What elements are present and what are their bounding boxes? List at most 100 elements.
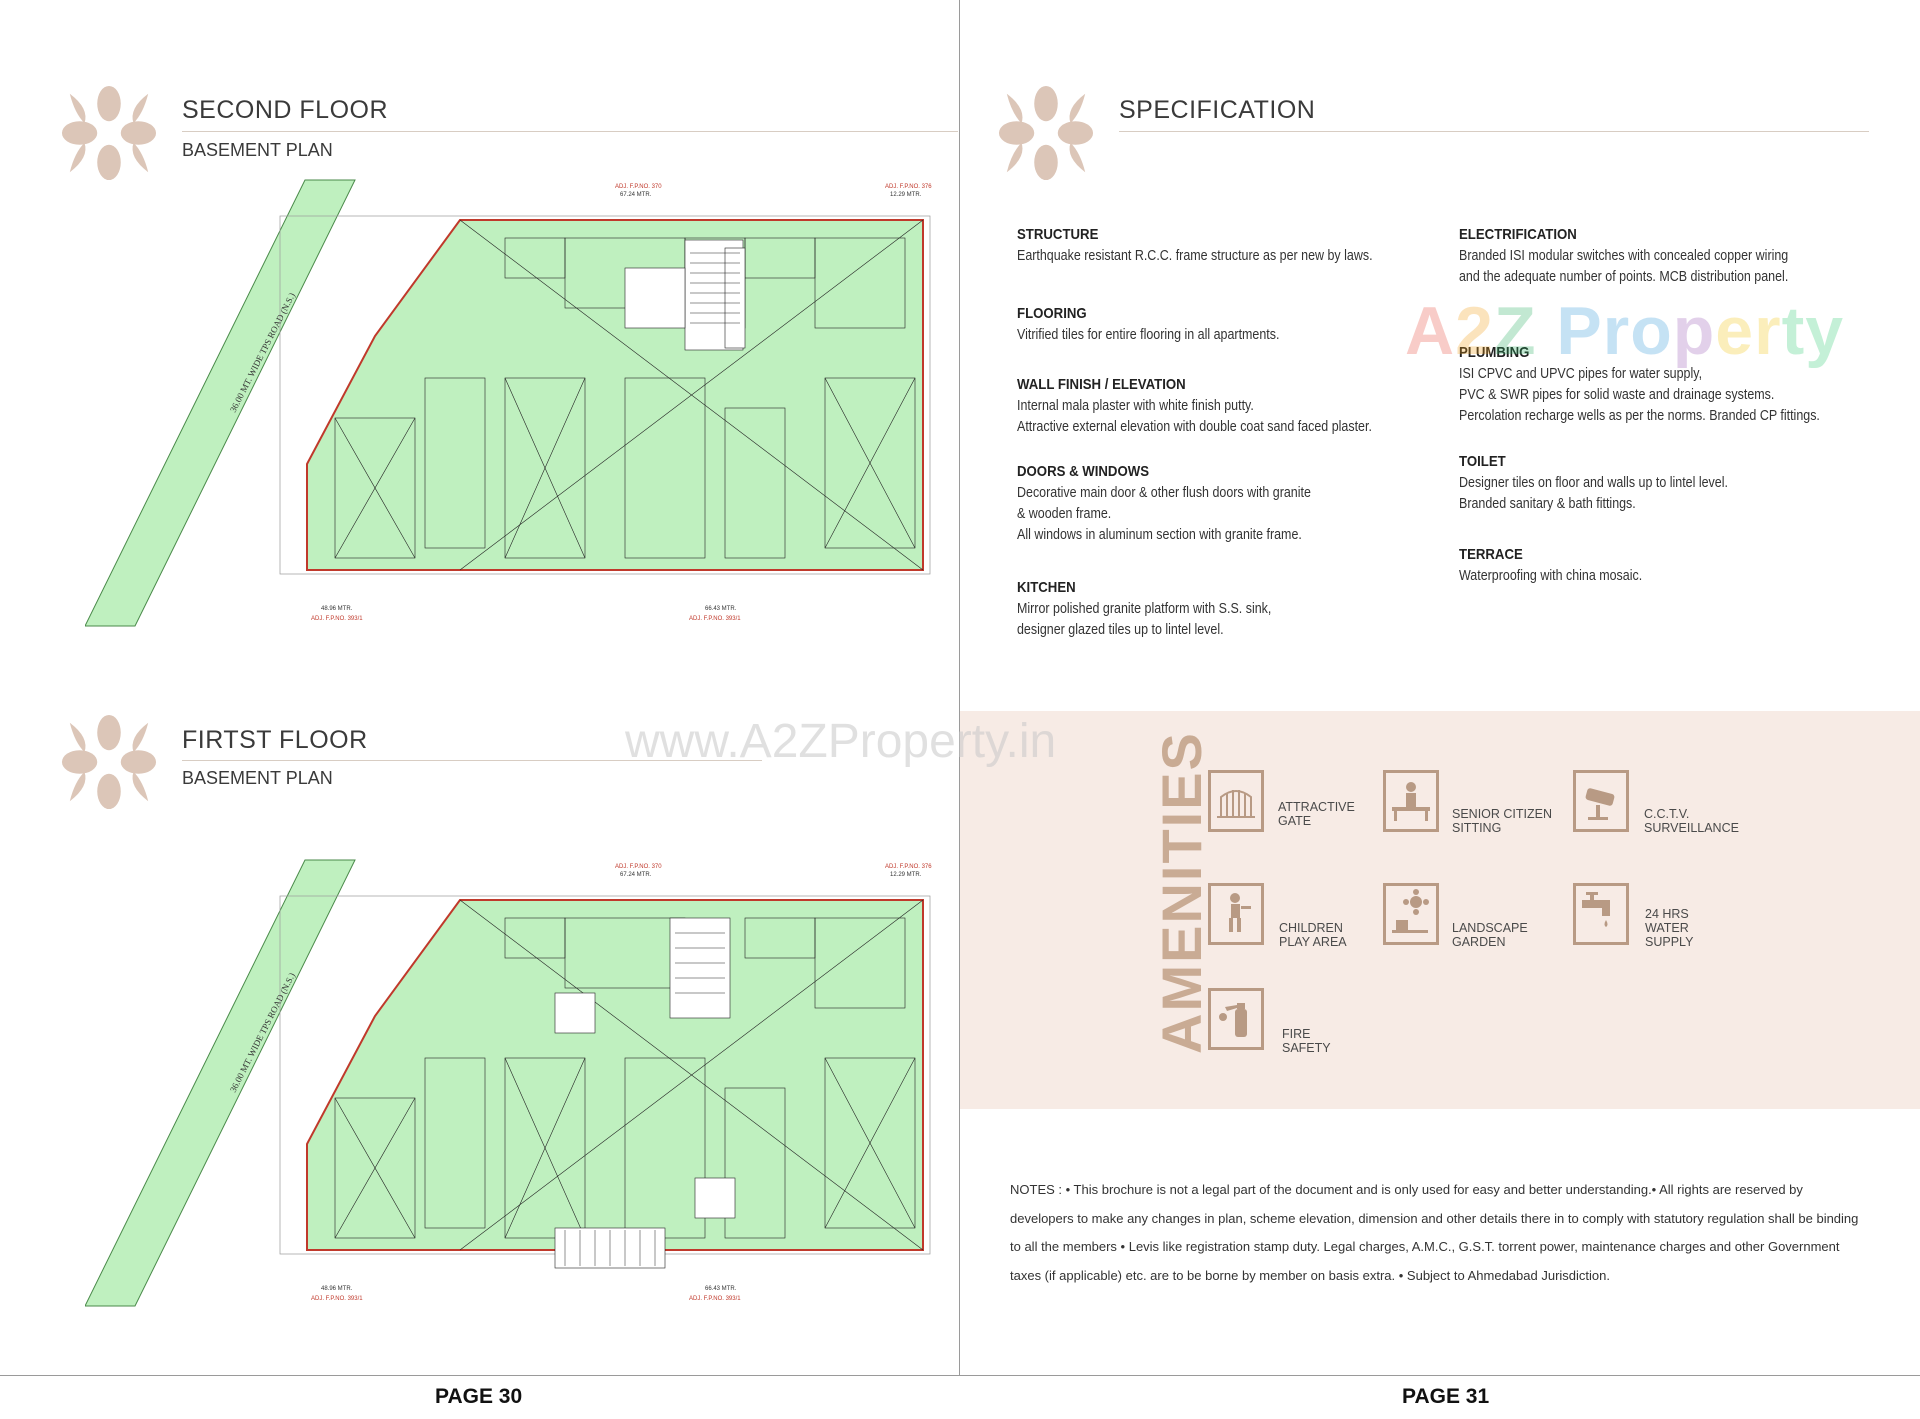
plan-label: 66.43 MTR. bbox=[705, 606, 737, 612]
page-divider bbox=[959, 0, 960, 1375]
plan-label: 66.43 MTR. bbox=[705, 1286, 737, 1292]
amenity-label-line: GARDEN bbox=[1452, 935, 1506, 949]
amenity-label-line: SUPPLY bbox=[1645, 935, 1694, 949]
amenity-gate-tile bbox=[1208, 770, 1264, 832]
spec-heading: FLOORING bbox=[1017, 305, 1087, 322]
watermark-url: www.A2ZProperty.in bbox=[625, 715, 1057, 768]
spec-line: designer glazed tiles up to lintel level… bbox=[1017, 622, 1224, 638]
bench-icon bbox=[1392, 782, 1430, 821]
amenity-label-line: WATER bbox=[1645, 921, 1689, 935]
amenity-fire-tile bbox=[1208, 988, 1264, 1050]
first-floor-subtitle: BASEMENT PLAN bbox=[182, 768, 333, 788]
child-icon bbox=[1229, 893, 1251, 932]
amenity-garden-tile bbox=[1383, 883, 1439, 945]
spec-heading: PLUMBING bbox=[1459, 344, 1530, 361]
flower-icon bbox=[1392, 889, 1429, 933]
amenity-label-line: 24 HRS bbox=[1645, 907, 1689, 921]
plan-label: 67.24 MTR. bbox=[620, 192, 652, 198]
plan-label: 67.24 MTR. bbox=[620, 872, 652, 878]
spec-doors-windows: DOORS & WINDOWS Decorative main door & o… bbox=[1017, 463, 1437, 546]
spec-line: Percolation recharge wells as per the no… bbox=[1459, 408, 1820, 424]
brand-logo-icon bbox=[998, 85, 1094, 181]
amenity-label-line: PLAY AREA bbox=[1279, 935, 1347, 949]
amenity-cctv-tile bbox=[1573, 770, 1629, 832]
spec-line: Decorative main door & other flush doors… bbox=[1017, 485, 1311, 501]
amenity-play-tile bbox=[1208, 883, 1264, 945]
plan-label: ADJ. F.P.NO. 370 bbox=[615, 184, 662, 190]
second-floor-subtitle: BASEMENT PLAN bbox=[182, 140, 333, 160]
spec-heading: WALL FINISH / ELEVATION bbox=[1017, 376, 1186, 393]
second-floor-title: SECOND FLOOR bbox=[182, 96, 389, 124]
plan-label: ADJ. F.P.NO. 393/1 bbox=[311, 1296, 363, 1302]
spec-terrace: TERRACE Waterproofing with china mosaic. bbox=[1459, 546, 1879, 587]
spec-line: Attractive external elevation with doubl… bbox=[1017, 419, 1372, 435]
spec-line: Earthquake resistant R.C.C. frame struct… bbox=[1017, 248, 1373, 264]
amenity-label: LANDSCAPE GARDEN bbox=[1452, 921, 1528, 949]
plan-label: ADJ. F.P.NO. 393/1 bbox=[689, 616, 741, 622]
first-floor-plan: 36.00 MT. WIDE TPS ROAD (N.S.) ADJ. F.P.… bbox=[85, 859, 932, 1307]
amenities-title: AMENITIES bbox=[1150, 731, 1213, 1054]
plan-label: ADJ. F.P.NO. 393/1 bbox=[311, 616, 363, 622]
spec-line: Internal mala plaster with white finish … bbox=[1017, 398, 1254, 414]
spec-heading: ELECTRIFICATION bbox=[1459, 226, 1577, 243]
amenities-panel bbox=[960, 711, 1920, 1109]
spec-line: & wooden frame. bbox=[1017, 506, 1112, 522]
extinguisher-icon bbox=[1219, 1003, 1247, 1037]
spec-line: All windows in aluminum section with gra… bbox=[1017, 527, 1302, 543]
spec-heading: DOORS & WINDOWS bbox=[1017, 463, 1149, 480]
brand-logo-icon bbox=[61, 714, 157, 810]
gate-icon bbox=[1217, 790, 1255, 818]
footer-rule bbox=[0, 1375, 1920, 1376]
amenity-water-tile bbox=[1573, 883, 1629, 945]
specification-title: SPECIFICATION bbox=[1119, 96, 1316, 124]
spec-heading: KITCHEN bbox=[1017, 579, 1076, 596]
spec-heading: TERRACE bbox=[1459, 546, 1523, 563]
second-floor-plan: 36.00 MT. WIDE TPS ROAD (N.S.) ADJ. F.P.… bbox=[85, 179, 932, 627]
notes-text: NOTES : • This brochure is not a legal p… bbox=[1010, 1182, 1859, 1283]
amenity-label-line: ATTRACTIVE bbox=[1278, 800, 1355, 814]
brand-logo-icon bbox=[61, 85, 157, 181]
spec-line: PVC & SWR pipes for solid waste and drai… bbox=[1459, 387, 1775, 403]
plan-label: 48.96 MTR. bbox=[321, 1286, 353, 1292]
title-rule bbox=[1119, 131, 1869, 132]
spec-structure: STRUCTURE Earthquake resistant R.C.C. fr… bbox=[1017, 226, 1437, 267]
spec-line: and the adequate number of points. MCB d… bbox=[1459, 269, 1789, 285]
plan-label: ADJ. F.P.NO. 370 bbox=[615, 864, 662, 870]
amenity-label-line: SAFETY bbox=[1282, 1041, 1331, 1055]
plan-label: ADJ. F.P.NO. 376 bbox=[885, 864, 932, 870]
spec-plumbing: PLUMBING ISI CPVC and UPVC pipes for wat… bbox=[1459, 344, 1879, 427]
spec-line: Branded ISI modular switches with concea… bbox=[1459, 248, 1789, 264]
plan-label: 12.29 MTR. bbox=[890, 872, 922, 878]
amenity-label-line: FIRE bbox=[1282, 1027, 1311, 1041]
title-rule bbox=[182, 760, 762, 761]
amenity-label: FIRE SAFETY bbox=[1282, 1027, 1331, 1055]
amenity-label: 24 HRS WATER SUPPLY bbox=[1645, 907, 1693, 949]
amenity-label-line: LANDSCAPE bbox=[1452, 921, 1528, 935]
amenity-seating-tile bbox=[1383, 770, 1439, 832]
amenity-label-line: SITTING bbox=[1452, 821, 1502, 835]
amenity-label: CHILDREN PLAY AREA bbox=[1279, 921, 1347, 949]
spec-toilet: TOILET Designer tiles on floor and walls… bbox=[1459, 453, 1879, 515]
tap-icon bbox=[1582, 892, 1610, 927]
spec-line: Waterproofing with china mosaic. bbox=[1459, 568, 1643, 584]
amenity-label-line: SURVEILLANCE bbox=[1644, 821, 1739, 835]
spec-line: Mirror polished granite platform with S.… bbox=[1017, 601, 1272, 617]
page-number-left: PAGE 30 bbox=[435, 1385, 523, 1408]
spec-flooring: FLOORING Vitrified tiles for entire floo… bbox=[1017, 305, 1437, 346]
spec-line: ISI CPVC and UPVC pipes for water supply… bbox=[1459, 366, 1703, 382]
spec-electrification: ELECTRIFICATION Branded ISI modular swit… bbox=[1459, 226, 1879, 288]
spec-heading: TOILET bbox=[1459, 453, 1506, 470]
title-rule bbox=[182, 131, 958, 132]
cctv-icon bbox=[1585, 788, 1615, 820]
spec-line: Branded sanitary & bath fittings. bbox=[1459, 496, 1636, 512]
plan-label: ADJ. F.P.NO. 393/1 bbox=[689, 1296, 741, 1302]
amenity-label: SENIOR CITIZEN SITTING bbox=[1452, 807, 1552, 835]
plan-label: 12.29 MTR. bbox=[890, 192, 922, 198]
amenity-label: ATTRACTIVE GATE bbox=[1278, 800, 1355, 828]
first-floor-title: FIRTST FLOOR bbox=[182, 726, 368, 754]
page-number-right: PAGE 31 bbox=[1402, 1385, 1490, 1408]
spec-heading: STRUCTURE bbox=[1017, 226, 1099, 243]
amenity-label-line: C.C.T.V. bbox=[1644, 807, 1690, 821]
amenity-label-line: CHILDREN bbox=[1279, 921, 1343, 935]
amenity-label-line: GATE bbox=[1278, 814, 1312, 828]
